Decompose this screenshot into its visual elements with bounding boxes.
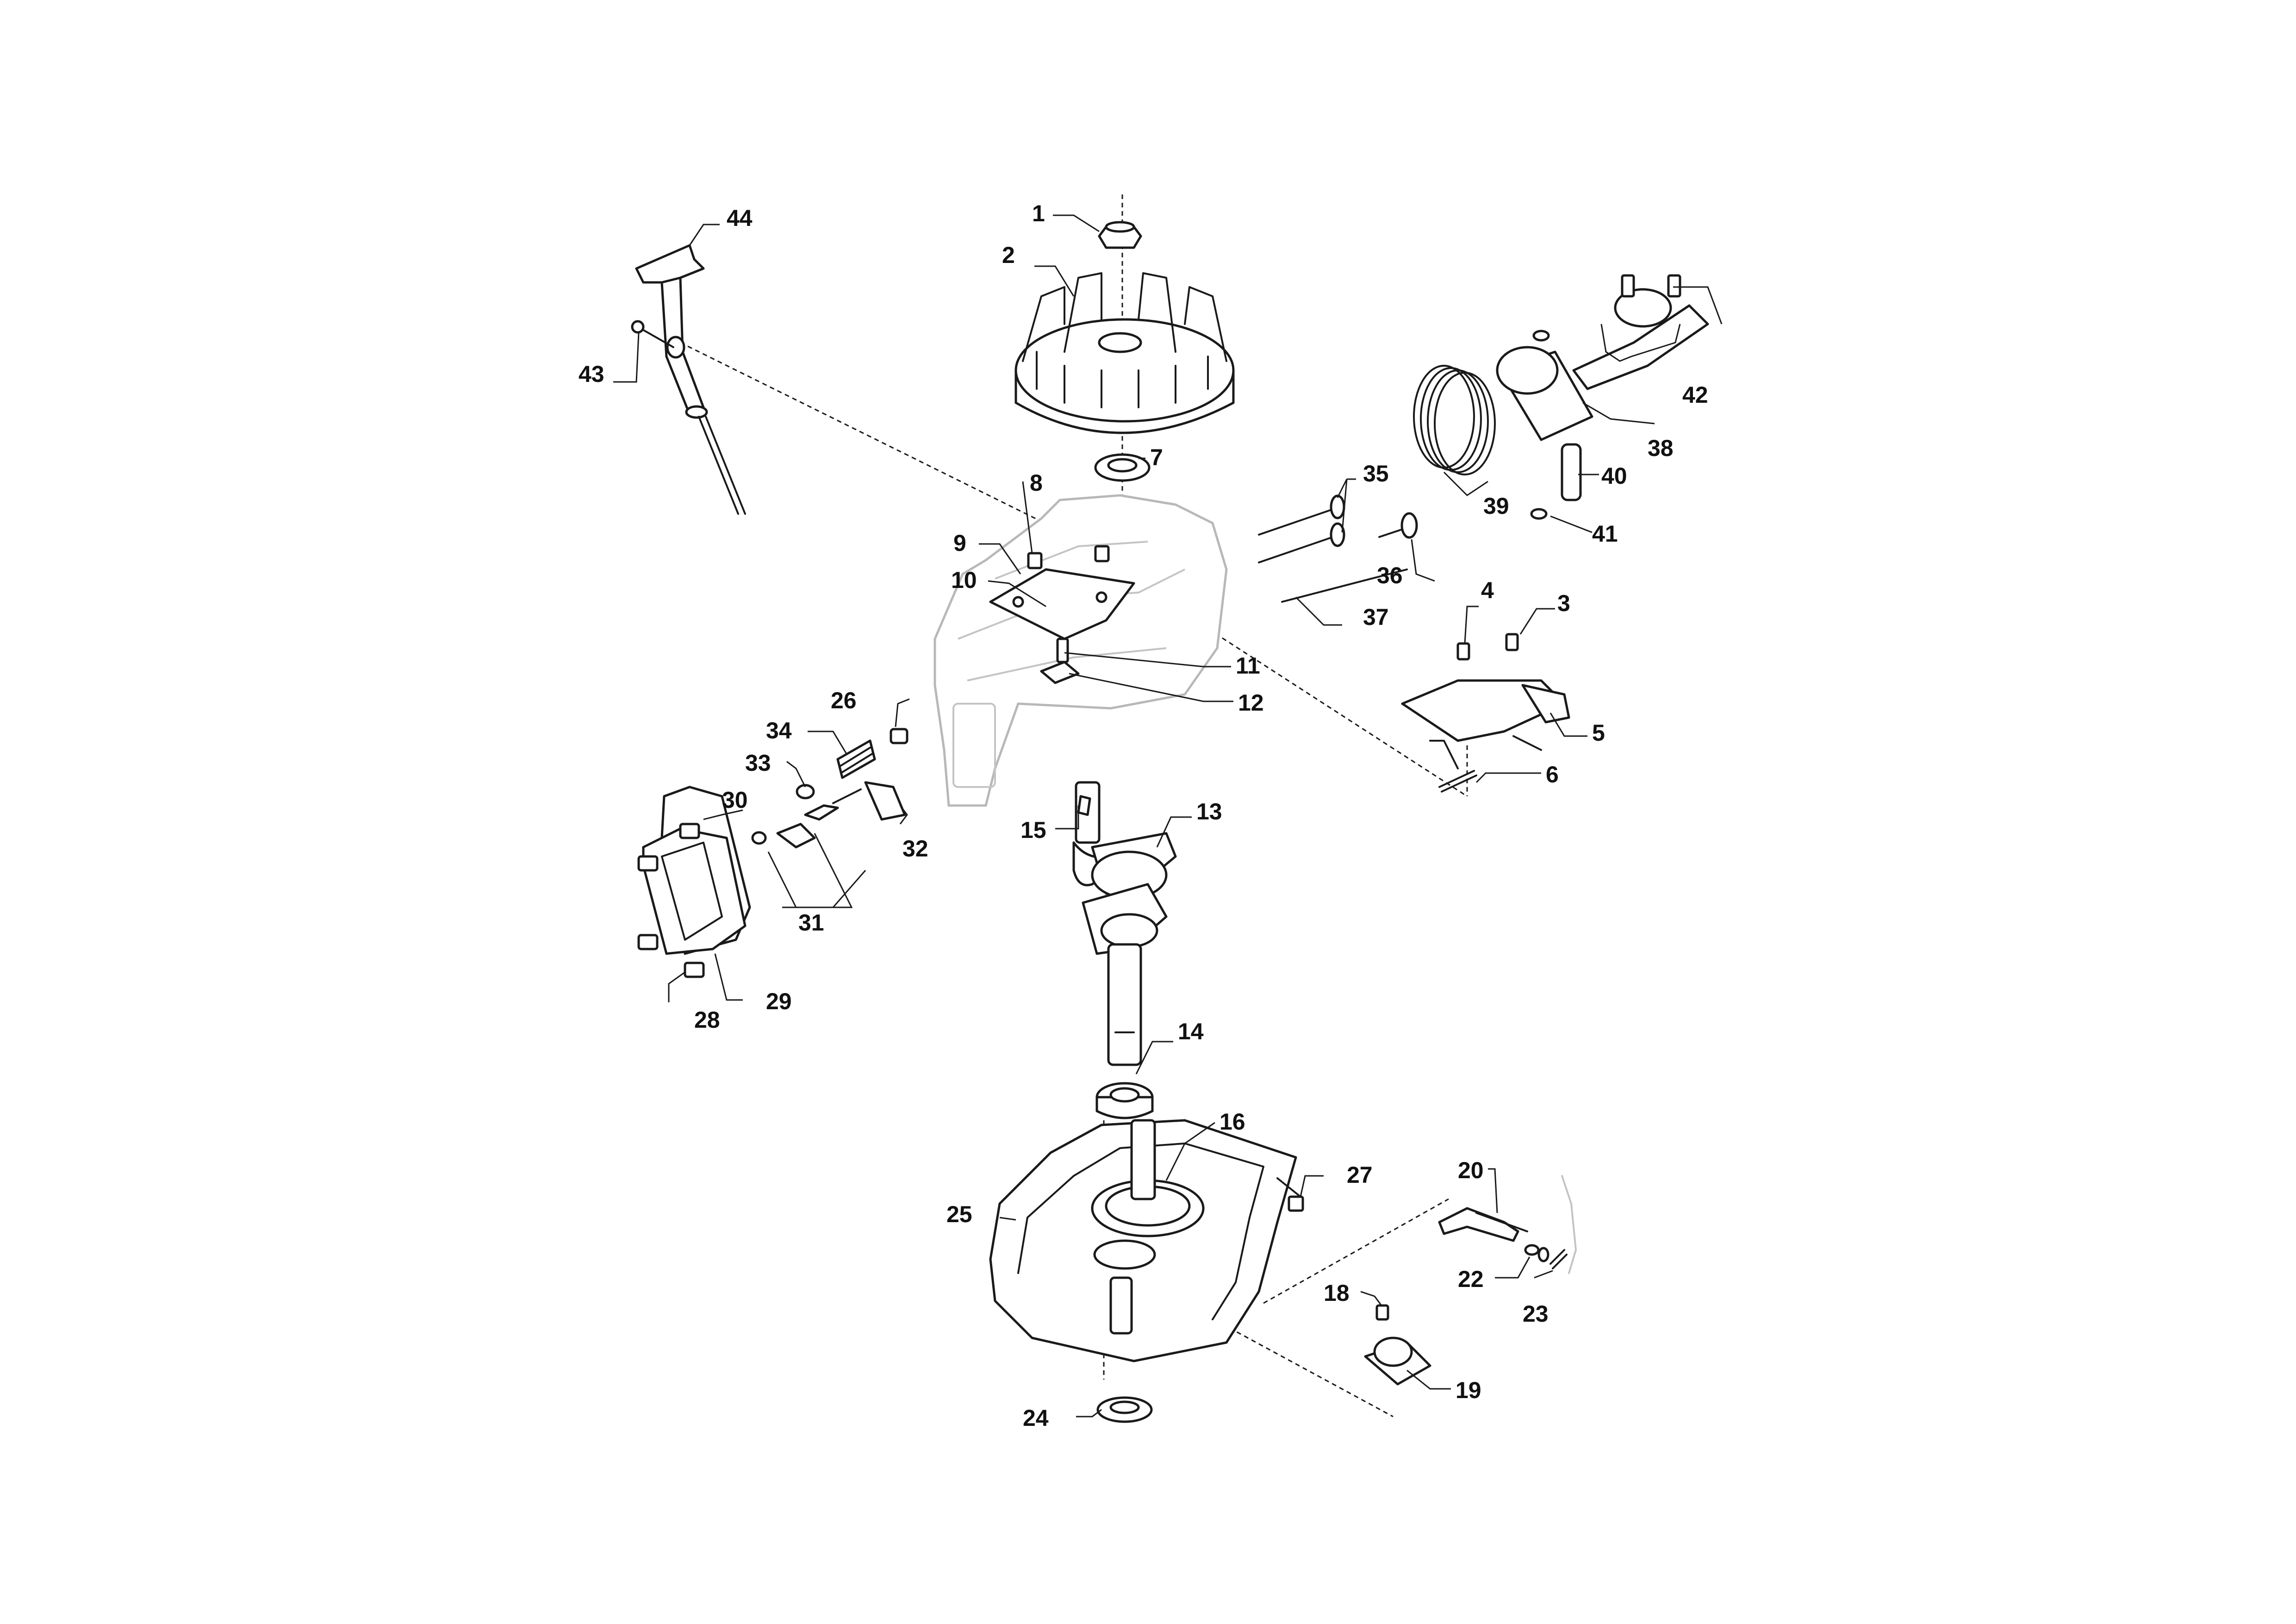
- callout-32: 32: [902, 836, 928, 862]
- callout-30: 30: [722, 787, 748, 813]
- callout-4: 4: [1481, 577, 1494, 603]
- callout-7: 7: [1150, 444, 1163, 470]
- part-1-flywheel-nut: [1098, 221, 1142, 249]
- callout-10: 10: [951, 567, 977, 593]
- callout-42: 42: [1682, 382, 1708, 408]
- callout-25: 25: [946, 1201, 972, 1227]
- callout-14: 14: [1178, 1018, 1204, 1044]
- part-44-43-dipstick: [631, 244, 746, 515]
- part-35-37-valves-pushrod: [1258, 494, 1418, 603]
- part-7-oil-seal: [1094, 453, 1151, 482]
- part-28-30-valve-cover: [637, 786, 751, 978]
- callout-9: 9: [953, 530, 966, 556]
- callout-23: 23: [1523, 1301, 1549, 1327]
- part-25-crankcase-cover: [989, 1119, 1297, 1362]
- callout-12: 12: [1238, 690, 1264, 716]
- callout-28: 28: [694, 1007, 720, 1033]
- callout-labels: 1 2 3 4 5 6 7 8 9 10 11 12 13 14 15 16 1…: [579, 200, 1708, 1431]
- leader-lines: [613, 214, 1723, 1418]
- part-3-6-governor-bracket: [1401, 633, 1570, 793]
- callout-26: 26: [831, 687, 857, 713]
- part-20-23-governor-arm: [1438, 1175, 1577, 1274]
- part-18-19-governor: [1364, 1304, 1431, 1386]
- callout-15: 15: [1020, 817, 1046, 843]
- callout-18: 18: [1324, 1280, 1350, 1306]
- callout-29: 29: [766, 988, 792, 1014]
- callout-27: 27: [1347, 1162, 1373, 1188]
- callout-43: 43: [579, 361, 604, 387]
- callout-39: 39: [1483, 493, 1509, 519]
- callout-22: 22: [1458, 1266, 1484, 1292]
- callout-6: 6: [1546, 762, 1559, 787]
- callout-44: 44: [727, 205, 753, 231]
- callout-34: 34: [766, 718, 792, 743]
- callout-13: 13: [1196, 799, 1222, 824]
- callout-38: 38: [1648, 435, 1674, 461]
- callout-2: 2: [1002, 242, 1015, 268]
- callout-20: 20: [1458, 1157, 1484, 1183]
- callout-11: 11: [1236, 653, 1260, 679]
- part-38-42-piston-assembly: [1413, 274, 1709, 520]
- callout-19: 19: [1456, 1377, 1481, 1403]
- callout-16: 16: [1220, 1109, 1245, 1135]
- callout-40: 40: [1601, 463, 1627, 489]
- part-24-oil-seal: [1096, 1396, 1153, 1423]
- engine-block-outline: [933, 494, 1228, 807]
- part-26-plug: [890, 728, 908, 744]
- callout-1: 1: [1032, 200, 1045, 226]
- callout-33: 33: [745, 750, 771, 776]
- callout-3: 3: [1557, 590, 1570, 616]
- part-8-12-cover-assembly: [989, 545, 1135, 684]
- callout-41: 41: [1592, 521, 1618, 547]
- part-14-crank-gear: [1095, 1082, 1154, 1119]
- callout-31: 31: [798, 910, 824, 936]
- callout-36: 36: [1377, 562, 1403, 588]
- callout-8: 8: [1030, 470, 1043, 496]
- part-16-camshaft: [1091, 1119, 1205, 1237]
- callout-37: 37: [1363, 604, 1389, 630]
- part-27-bolt: [1276, 1177, 1304, 1212]
- part-2-flywheel: [1014, 272, 1235, 434]
- callout-5: 5: [1592, 720, 1605, 746]
- part-31-34-rocker-assembly: [751, 739, 906, 849]
- callout-35: 35: [1363, 461, 1389, 487]
- callout-24: 24: [1023, 1405, 1049, 1431]
- part-13-crankshaft: [1072, 781, 1177, 1066]
